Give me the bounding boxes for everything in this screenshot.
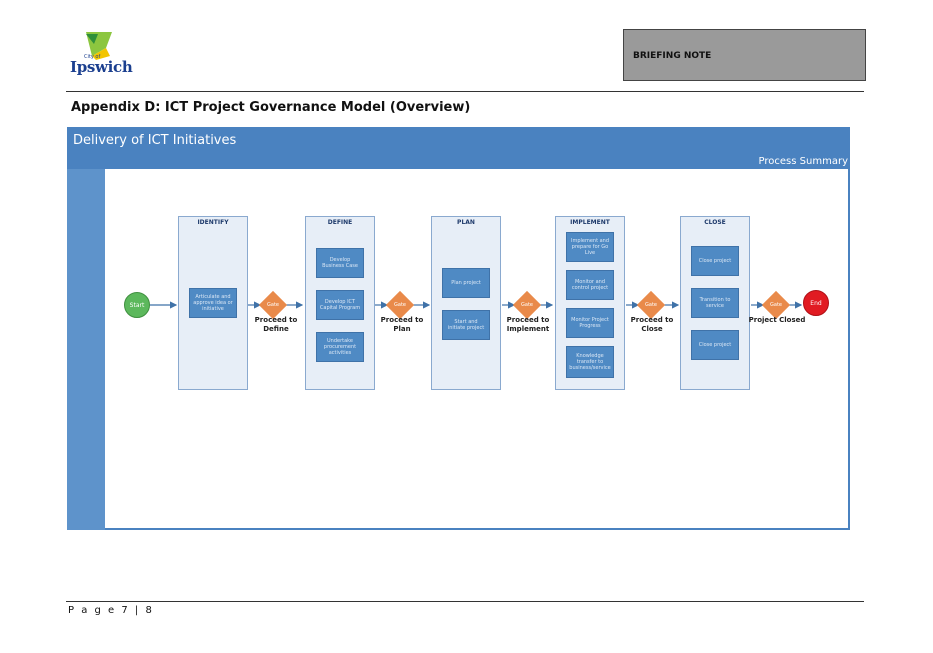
proceed-label: Proceed to Close [630,316,674,334]
logo-small-text: City of [84,54,101,60]
diagram-subtitle: Process Summary [758,156,848,167]
phase-title: IMPLEMENT [570,219,610,226]
gate-label: Gate [394,302,406,308]
diagram-title: Delivery of ICT Initiatives [73,133,237,148]
task-box: Implement and prepare for Go Live [566,232,614,262]
task-box: Plan project [442,268,490,298]
footer-divider [66,601,864,602]
phase-title: PLAN [457,219,475,226]
swimlane-header [67,169,105,530]
gate-label: Gate [521,302,533,308]
start-node: Start [124,292,150,318]
city-logo-icon [86,32,112,60]
task-box: Articulate and approve idea or initiativ… [189,288,237,318]
header-divider [66,91,864,92]
phase-title: DEFINE [327,219,353,226]
task-box: Start and initiate project [442,310,490,340]
proceed-label: Proceed to Plan [380,316,424,334]
gate-label: Gate [645,302,657,308]
briefing-note-label: BRIEFING NOTE [633,51,712,61]
proceed-label: Project Closed [748,316,806,324]
task-box: Knowledge transfer to business/service [566,346,614,378]
proceed-label: Proceed to Define [254,316,298,334]
proceed-label: Proceed to Implement [506,316,550,334]
task-box: Transition to service [691,288,739,318]
task-box: Undertake procurement activities [316,332,364,362]
page-heading: Appendix D: ICT Project Governance Model… [71,100,471,115]
task-box: Close project [691,246,739,276]
task-box: Monitor and control project [566,270,614,300]
page-number: P a g e 7 | 8 [68,605,154,616]
gate-label: Gate [770,302,782,308]
briefing-note-box: BRIEFING NOTE [623,29,866,81]
phase-plan [431,216,501,390]
end-node: End [803,290,829,316]
logo-name: Ipswich [70,58,133,76]
task-box: Develop Business Case [316,248,364,278]
gate-label: Gate [267,302,279,308]
phase-title: CLOSE [704,219,726,226]
task-box: Monitor Project Progress [566,308,614,338]
task-box: Develop ICT Capital Program [316,290,364,320]
phase-title: IDENTIFY [197,219,229,226]
task-box: Close project [691,330,739,360]
